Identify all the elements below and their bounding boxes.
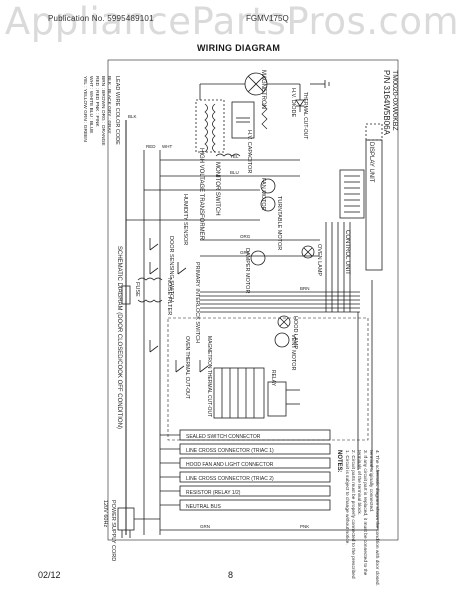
hv-capacitor-label: H.V. CAPACITOR	[246, 130, 252, 173]
hv-capacitor	[231, 101, 268, 139]
model-number: FGMV175Q	[246, 14, 289, 23]
note-4: 3. If any circuit part is replaced, it m…	[362, 450, 368, 576]
damper-motor-label: DAMPER MOTOR	[244, 248, 250, 293]
note-6: 4. The schematic diagram shows the condi…	[374, 450, 380, 586]
ac-label: 120V 60Hz	[102, 500, 108, 527]
legend-line-5: YEL : YELLOW GRN : GREEN	[82, 76, 88, 142]
oven-thermal-label: OVEN THERMAL CUT-OUT	[184, 336, 190, 399]
footer-date: 02/12	[38, 570, 61, 580]
display-unit-label: DISPLAY UNIT	[368, 142, 374, 183]
legend-line-1: BLK : BLACK GRY : GRAY	[106, 76, 112, 134]
primary-interlock-label: PRIMARY INTERLOCK SWITCH	[194, 262, 200, 343]
wire-tag: RED	[146, 144, 156, 149]
wire-tag: ORG	[240, 234, 251, 239]
power-plug	[117, 500, 160, 538]
hv-diode-label: H.V. DIODE	[290, 88, 296, 117]
row-label-3: HOOD FAN AND LIGHT CONNECTOR	[186, 462, 274, 468]
magnetron-section	[200, 72, 330, 112]
publication-number: Publication No. 5995489101	[48, 14, 154, 23]
noise-filter-label: NOISE FILTER	[166, 278, 172, 315]
turntable-motor-label: TURNTABLE MOTOR	[276, 196, 282, 250]
legend-line-4: WHT : WHITE BLU : BLUE	[88, 76, 94, 133]
wire-harness	[200, 222, 360, 313]
page-title: WIRING DIAGRAM	[197, 43, 281, 53]
relay-label: RELAY	[270, 370, 276, 387]
legend-title: LEAD WIRE COLOR CODE	[114, 76, 120, 145]
door-sensing-label: DOOR SENSING SWITCH	[168, 236, 174, 302]
part-number: P/N 3164W5B06A	[382, 70, 391, 136]
hv-transformer	[195, 84, 241, 157]
turntable-motor	[260, 196, 276, 212]
magnetron-thermal-label: MAGNETRON THERMAL CUT-OUT	[206, 336, 212, 417]
control-unit-label: CONTROL UNIT	[344, 230, 350, 275]
watermark: AppliancePartsPros.com	[4, 0, 460, 43]
wire-tag: WHT	[162, 144, 172, 149]
hood-lamp-label: HOOD LAMP	[292, 316, 298, 349]
magnetron-label: MAGNETRON	[260, 70, 266, 109]
wire-tag: GRY	[240, 250, 250, 255]
wire-tag: BRN	[300, 286, 310, 291]
fan-motor	[260, 178, 276, 194]
oven-lamp	[301, 245, 315, 259]
note-5: terminal originally connected.	[368, 450, 374, 512]
fuse	[121, 285, 131, 305]
diagram-frame	[107, 59, 399, 541]
oven-lamp-label: OVEN LAMP	[316, 244, 322, 276]
schematic-title: SCHEMATIC DIAGRAM (DOOR CLOSED/COOK OFF …	[116, 246, 122, 429]
display-connector	[339, 169, 365, 219]
damper-motor	[250, 250, 266, 266]
row-label-4: LINE CROSS CONNECTOR (TRIAC 2)	[186, 476, 274, 482]
fan-motor-label: FAN MOTOR	[260, 178, 266, 211]
interlock-switches	[149, 238, 209, 373]
legend-line-3: RED : RED PNK : PINK	[94, 76, 100, 127]
page-number: 8	[228, 570, 234, 580]
row-label-2: LINE CROSS CONNECTOR (TRIAC 1)	[186, 448, 274, 454]
hv-transformer-label: HIGH VOLTAGE TRANSFORMER	[198, 148, 204, 241]
fuse-label: FUSE	[134, 282, 140, 297]
wire-tag: BLU	[230, 170, 239, 175]
hood-lamp	[277, 315, 291, 329]
monitor-switch-label: MONITOR SWITCH	[214, 162, 220, 216]
power-cord-label: POWER SUPPLY CORD	[110, 500, 116, 561]
note-1: 1. Circuit is subject to change without …	[344, 450, 350, 545]
wire-tag: BLK	[128, 114, 137, 119]
note-2: 2. Circuit parts must be properly connec…	[350, 450, 356, 579]
row-label-5: RESISTOR (RELAY 1/2)	[186, 490, 241, 496]
wire-tag: YEL	[230, 154, 239, 159]
wire-tag: PNK	[300, 524, 309, 529]
humidity-sensor-label: HUMIDITY SENSOR	[182, 194, 188, 245]
notes-title: NOTES:	[336, 450, 342, 473]
noise-filter	[137, 277, 163, 303]
note-3: terminals of the terminal block.	[356, 450, 362, 515]
vent-motor-label: VENT MOTOR	[290, 334, 296, 370]
control-relay-block	[213, 367, 300, 419]
part-number-2: TM0020-0XW0KBZ	[391, 70, 398, 131]
thermal-cutout-label: THERMAL CUT-OUT	[302, 92, 308, 139]
component-rows	[160, 429, 331, 511]
row-label-1: SEALED SWITCH CONNECTOR	[186, 434, 261, 440]
row-label-6: NEUTRAL BUS	[186, 504, 221, 510]
wire-tag: GRN	[200, 524, 210, 529]
vent-motor	[274, 332, 290, 348]
legend-line-2: BRN : BROWN ORG : ORANGE	[100, 76, 106, 146]
